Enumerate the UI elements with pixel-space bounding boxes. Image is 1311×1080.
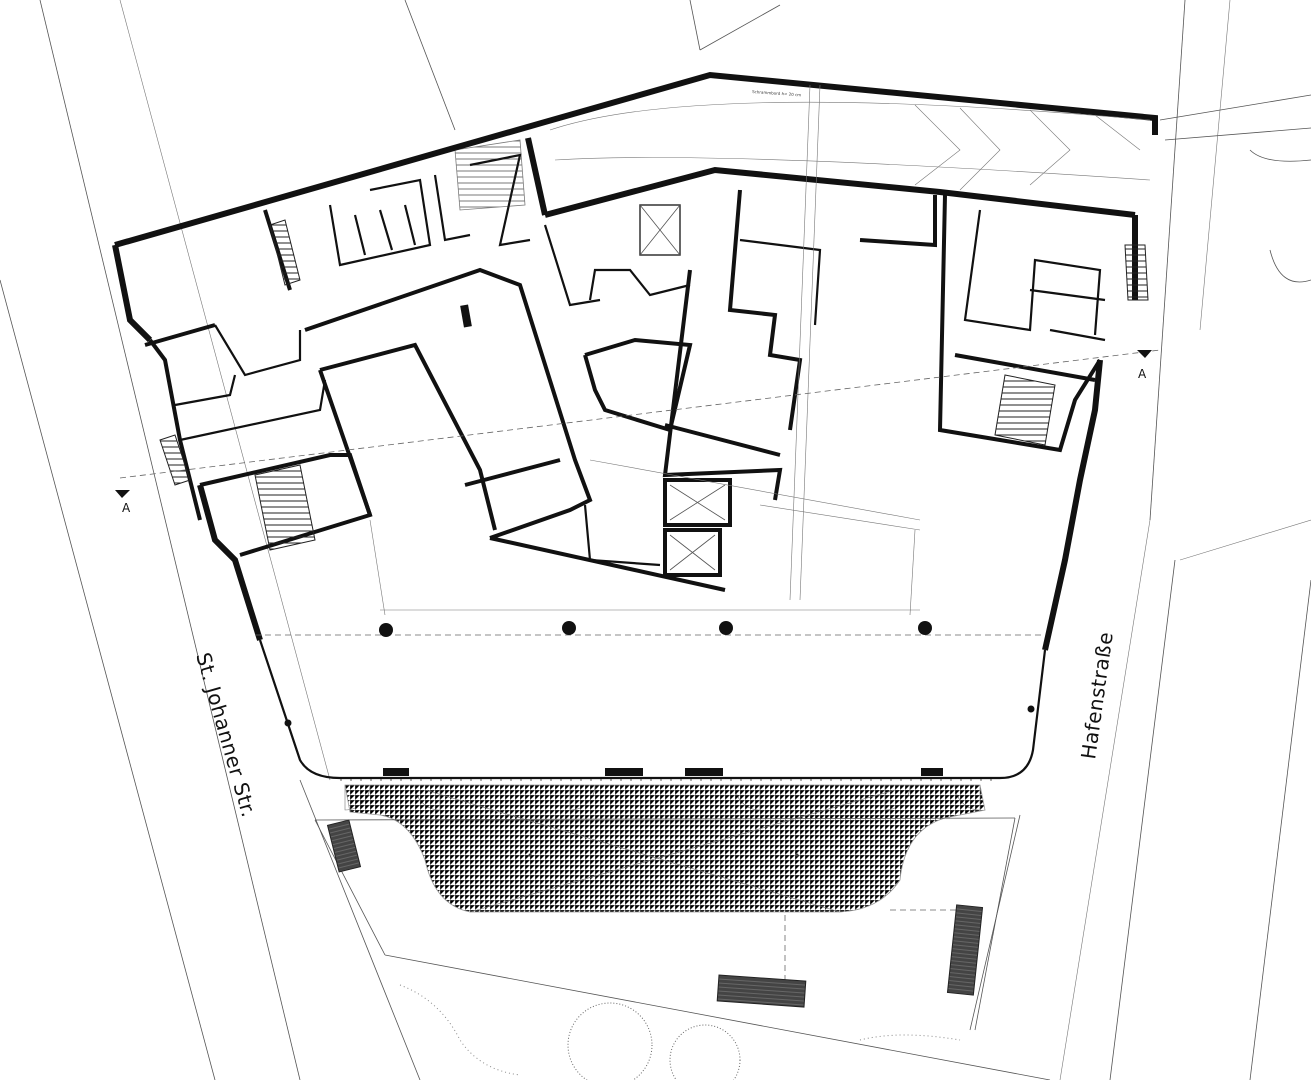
- interior-walls: [174, 153, 1106, 592]
- driveway: [549, 84, 1151, 601]
- main-hall: [255, 459, 1047, 781]
- section-arrow-icon: [1137, 350, 1152, 358]
- section-arrow-icon: [115, 490, 130, 498]
- lifts: [663, 478, 732, 577]
- column: [379, 623, 393, 637]
- forecourt: [314, 784, 1016, 1031]
- section-marker-east: A: [1138, 367, 1147, 381]
- column: [719, 621, 733, 635]
- street-label-east: Hafenstraße: [1076, 630, 1118, 761]
- street-label-west: St. Johanner Str.: [191, 650, 261, 820]
- driveway-note: Schrammbord h= 20 cm: [752, 89, 801, 97]
- section-marker-west: A: [122, 501, 131, 515]
- column: [918, 621, 932, 635]
- benches: [326, 819, 984, 1008]
- skylight: [639, 204, 681, 256]
- planting: [399, 984, 961, 1080]
- section-line: A A: [115, 349, 1161, 515]
- column: [562, 621, 576, 635]
- stairs: [159, 139, 1149, 551]
